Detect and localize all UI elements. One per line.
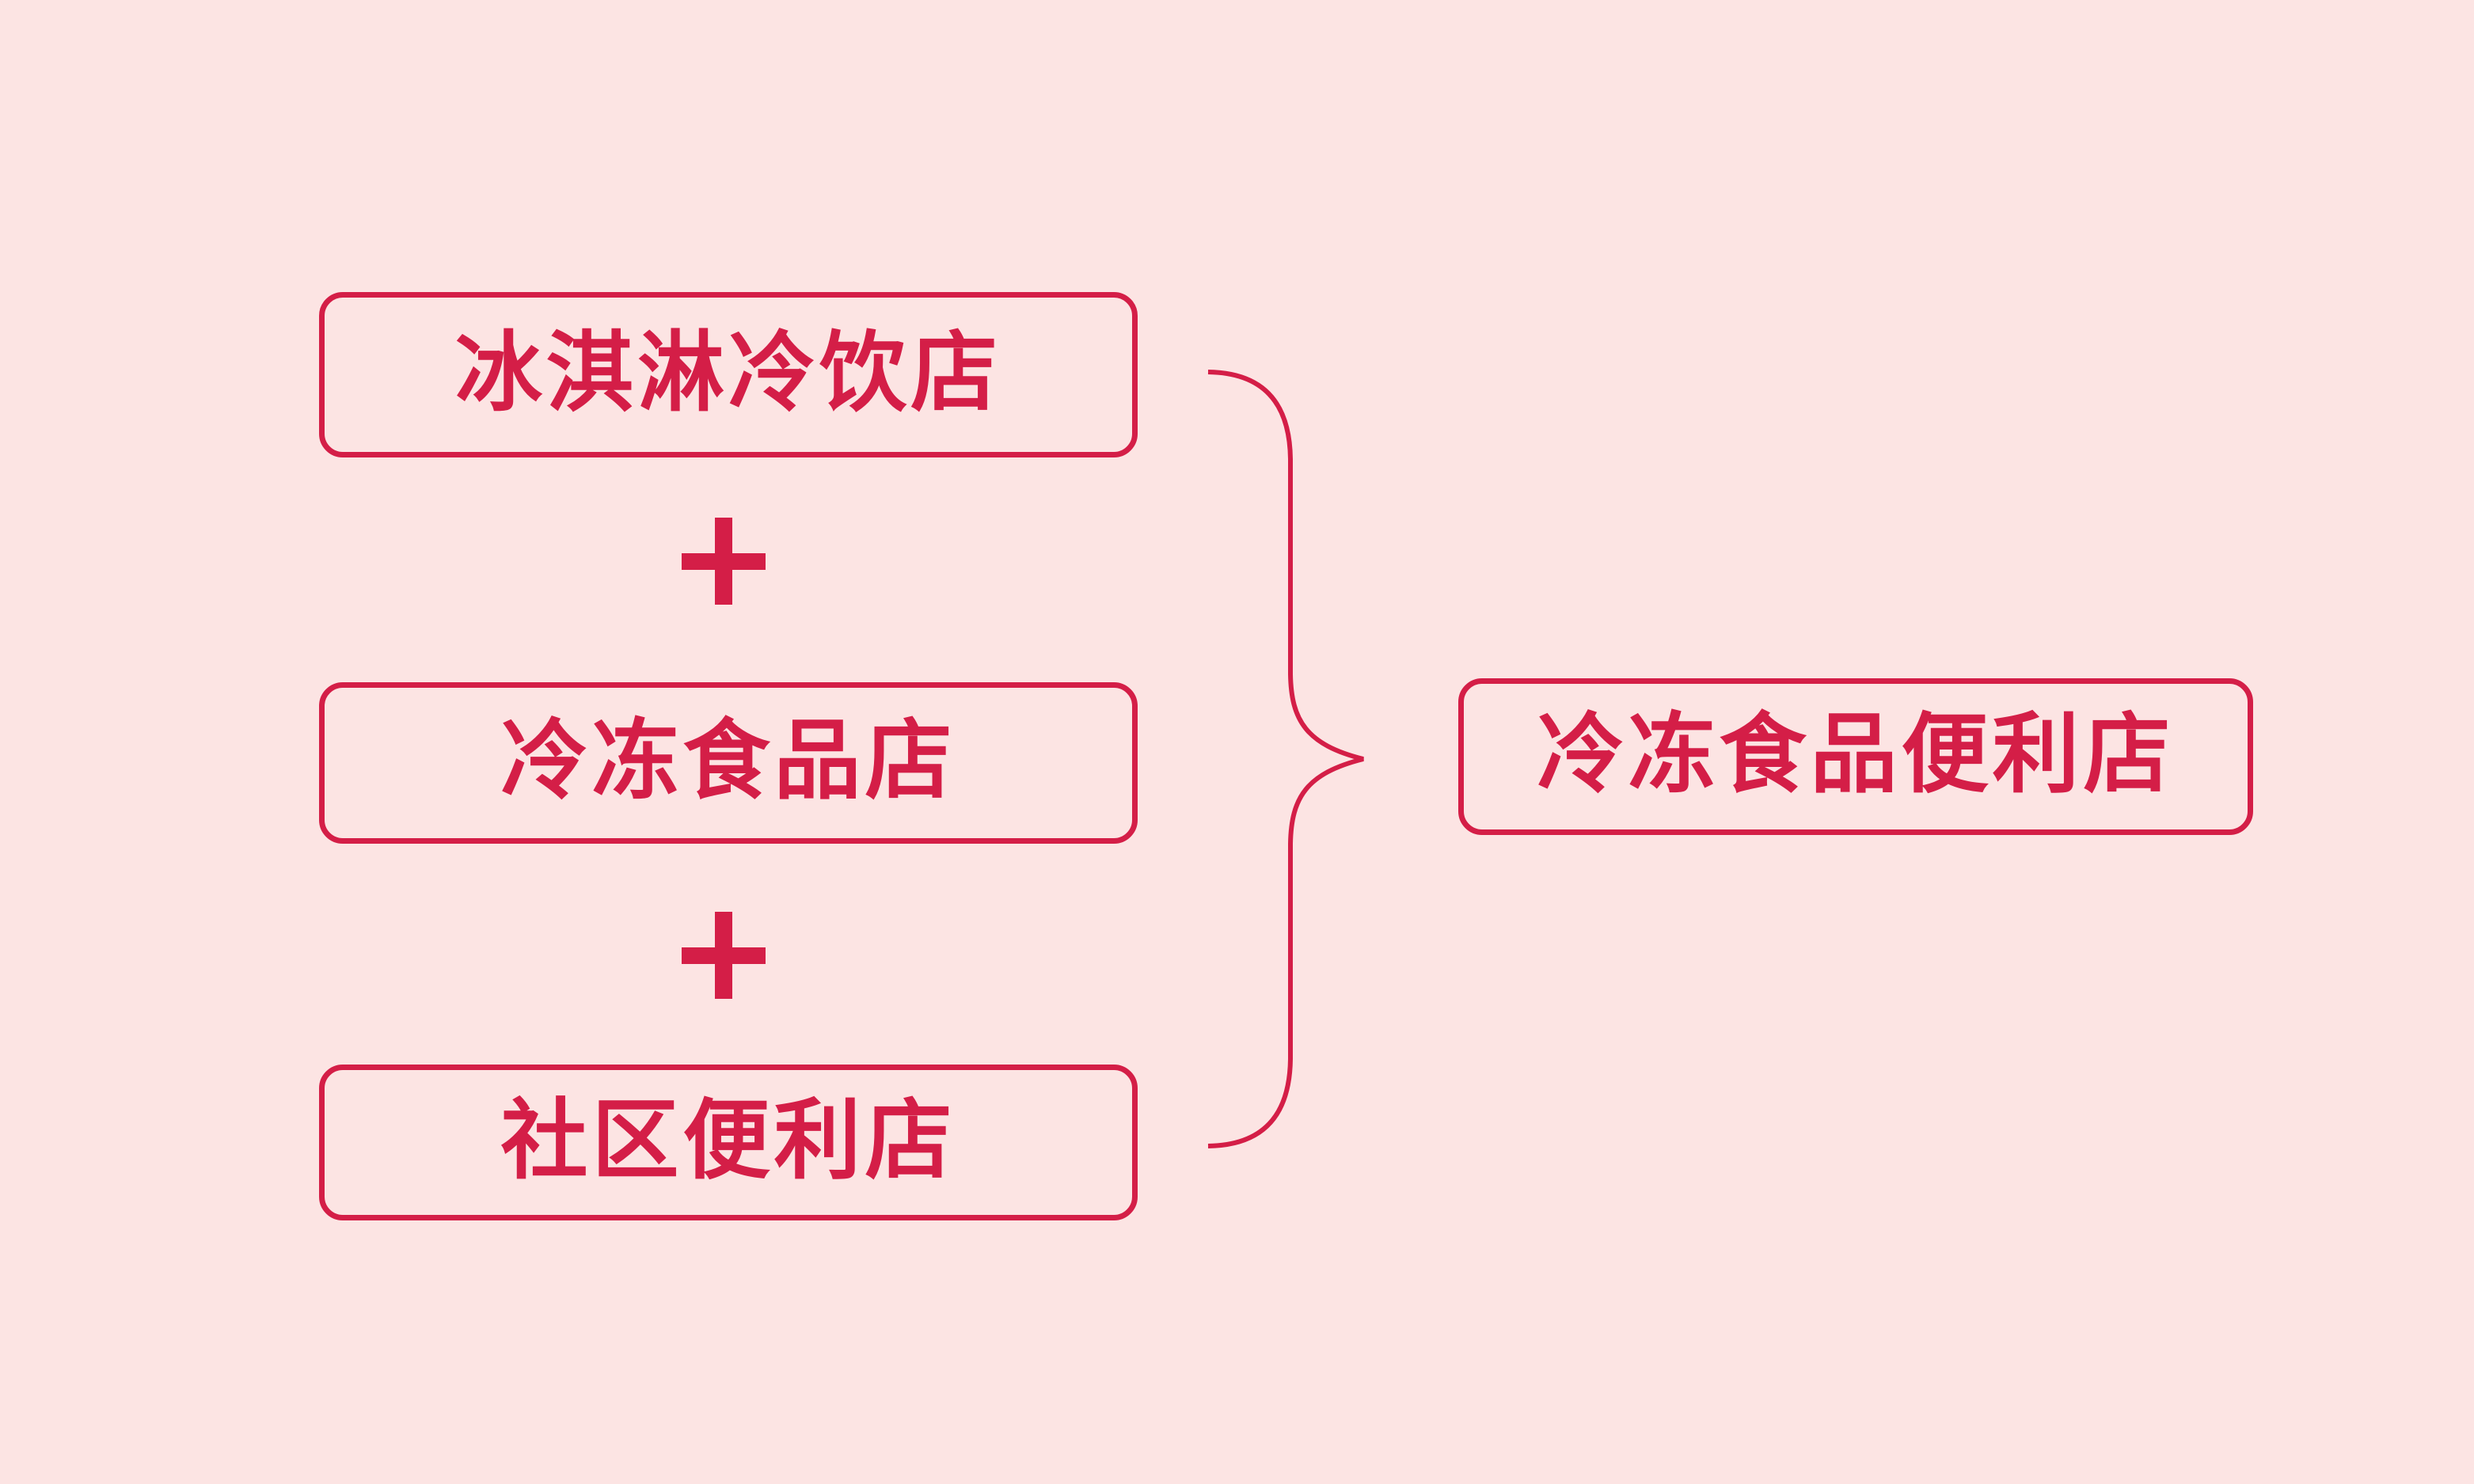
input-box-label: 冰淇淋冷饮店: [455, 324, 1001, 422]
input-box-frozen-food-shop: 冷冻食品店: [319, 682, 1138, 844]
result-box-frozen-food-convenience-store: 冷冻食品便利店: [1458, 678, 2253, 835]
plus-icon: [682, 518, 766, 605]
input-box-label: 冷冻食品店: [500, 712, 956, 810]
input-box-community-convenience-store: 社区便利店: [319, 1065, 1138, 1220]
input-box-label: 社区便利店: [500, 1091, 956, 1190]
result-box-label: 冷冻食品便利店: [1537, 706, 2175, 803]
input-box-ice-cream-shop: 冰淇淋冷饮店: [319, 292, 1138, 457]
plus-icon: [682, 912, 766, 999]
